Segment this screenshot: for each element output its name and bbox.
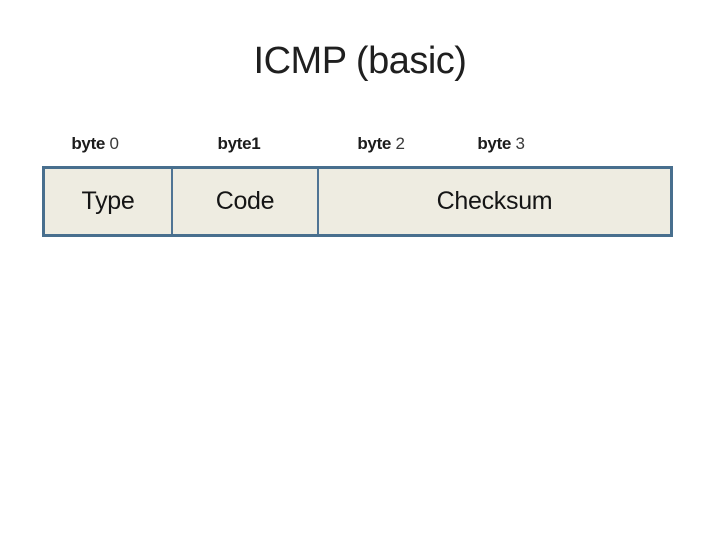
byte-label-2: byte 2 <box>357 134 405 154</box>
byte-label-1-word: byte1 <box>217 134 261 153</box>
byte-label-3-number: 3 <box>511 134 525 153</box>
page-title: ICMP (basic) <box>253 40 467 82</box>
byte-label-0-word: byte <box>71 134 106 153</box>
byte-label-2-number: 2 <box>391 134 405 153</box>
byte-label-2-word: byte <box>357 134 392 153</box>
byte-label-3: byte 3 <box>477 134 525 154</box>
field-cell-type: Type <box>45 169 173 234</box>
byte-label-0-number: 0 <box>105 134 119 153</box>
byte-label-1: byte1 <box>218 134 261 154</box>
field-cell-checksum: Checksum <box>319 169 670 234</box>
field-cell-code: Code <box>173 169 319 234</box>
byte-label-0: byte 0 <box>71 134 119 154</box>
icmp-header-table: Type Code Checksum <box>42 166 673 237</box>
byte-label-3-word: byte <box>477 134 512 153</box>
